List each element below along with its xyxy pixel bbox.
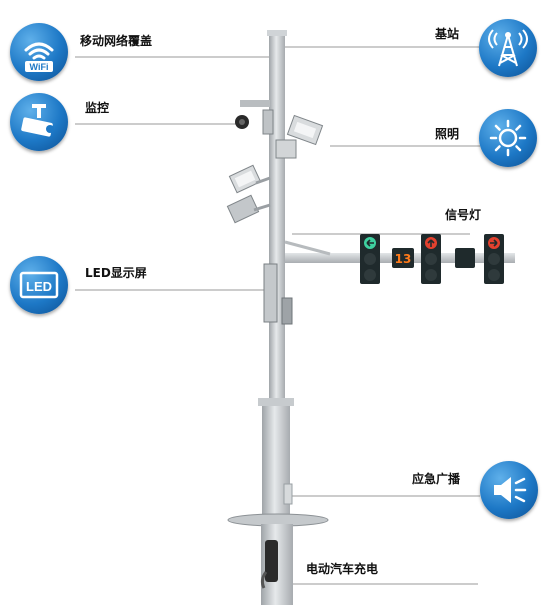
- label-traffic-signal: 信号灯: [445, 208, 482, 222]
- wifi-icon: WiFi: [10, 23, 68, 81]
- svg-text:WiFi: WiFi: [30, 62, 49, 72]
- label-emergency-broadcast: 应急广播: [412, 472, 461, 486]
- label-surveillance: 监控: [85, 101, 110, 115]
- floodlights: [226, 114, 324, 224]
- led-sign-icon: LED: [10, 256, 68, 314]
- camera-bracket: [240, 100, 270, 107]
- charging-port: [265, 540, 278, 582]
- speaker-box: [283, 483, 293, 505]
- leader-lines: [75, 46, 480, 585]
- label-led-display: LED显示屏: [85, 266, 147, 280]
- svg-text:LED: LED: [26, 279, 52, 294]
- pole-upper: [269, 33, 285, 403]
- charging-cable: [260, 571, 268, 589]
- equipment-box: [281, 297, 293, 325]
- signal-head-left-turn: [360, 234, 380, 284]
- speaker-icon: [480, 461, 538, 519]
- traffic-signals: 13: [360, 234, 504, 284]
- antenna-box: [262, 109, 274, 135]
- cctv-camera-icon: [10, 93, 68, 151]
- label-lighting: 照明: [435, 127, 460, 141]
- pole-cap: [267, 30, 287, 36]
- label-mobile-network: 移动网络覆盖: [80, 34, 153, 48]
- led-screen: [263, 263, 278, 323]
- pole-collar: [258, 398, 294, 406]
- label-base-station: 基站: [435, 27, 460, 41]
- sun-icon: [479, 109, 537, 167]
- radio-tower-icon: [479, 19, 537, 77]
- signal-head-straight: [421, 234, 441, 284]
- label-ev-charging: 电动汽车充电: [306, 562, 379, 576]
- countdown-display: 13: [392, 248, 414, 268]
- countdown-number: 13: [395, 252, 412, 266]
- signal-head-blank: [455, 248, 475, 268]
- signal-head-right-turn: [484, 234, 504, 284]
